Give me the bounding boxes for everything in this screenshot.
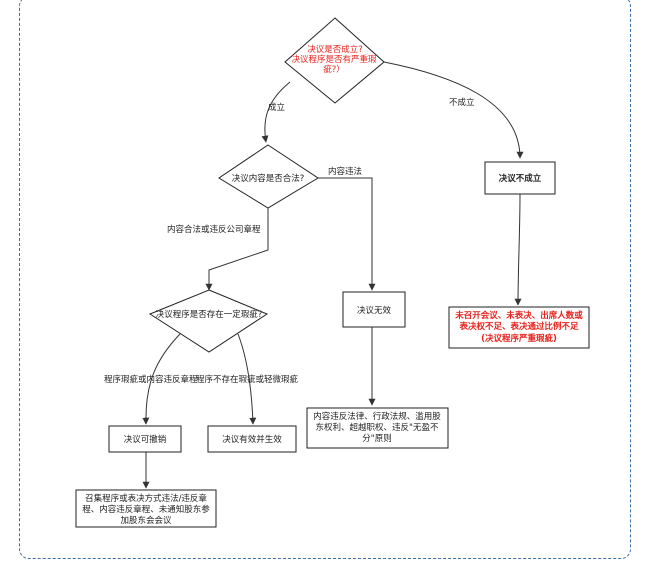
- decision-content-label: 决议内容是否合法?: [232, 173, 305, 184]
- edge-content-legal: [205, 208, 269, 291]
- box-revocable-reason-line2: 程、内容违反章程、未通知股东参: [82, 504, 210, 515]
- box-void-label: 决议无效: [357, 305, 392, 316]
- edge-content-illegal: [318, 177, 376, 291]
- edge-not-established-label: 不成立: [449, 97, 475, 108]
- edge-no-flaw-label: 程序不存在瑕疵或轻微瑕疵: [196, 374, 299, 385]
- decision-established-line2: 决议程序是否有严重瑕: [291, 54, 377, 65]
- box-void-reason-line1: 内容违反法律、行政法规、滥用股: [313, 411, 441, 422]
- box-valid-label: 决议有效并生效: [222, 434, 282, 445]
- edge-not-established: [383, 61, 524, 159]
- box-void-reason-line3: 分"原则: [362, 433, 391, 444]
- box-revocable: [108, 425, 182, 453]
- decision-content: [218, 144, 319, 209]
- box-not-established-label: 决议不成立: [499, 173, 542, 184]
- dashed-frame: [19, 0, 631, 559]
- edge-procedure-flaw-label: 程序瑕疵或内容违反章程: [104, 374, 198, 385]
- edge-established-label: 成立: [268, 102, 286, 113]
- box-not-established-reason: [448, 306, 590, 349]
- box-not-established-reason-line1: 未召开会议、未表决、出席人数或: [454, 310, 583, 321]
- edge-established: [261, 81, 291, 143]
- edge-not-to-reason: [514, 193, 522, 306]
- edge-no-flaw: [237, 333, 257, 425]
- box-valid: [207, 425, 297, 453]
- box-not-established-reason-line3: (决议程序严重瑕疵): [481, 333, 557, 344]
- decision-established-line1: 决议是否成立?: [307, 44, 363, 55]
- edge-content-illegal-label: 内容违法: [328, 166, 362, 177]
- box-void-reason: [306, 407, 449, 449]
- box-not-established-reason-line2: 表决权不足、表决通过比例不足: [458, 321, 579, 332]
- decision-procedure: [148, 289, 269, 353]
- box-void-reason-line2: 东权利、超越职权、违反"无盈不: [316, 422, 439, 433]
- decision-established-line3: 疵?）: [323, 64, 345, 75]
- decision-established: [284, 17, 385, 104]
- box-not-established: [484, 161, 556, 195]
- decision-procedure-label: 决议程序是否存在一定瑕疵?: [156, 309, 263, 320]
- edge-content-legal-label: 内容合法或违反公司章程: [167, 224, 261, 235]
- box-void: [342, 291, 406, 328]
- edge-procedure-flaw: [142, 333, 181, 425]
- box-revocable-reason: [75, 489, 217, 528]
- box-revocable-reason-line3: 加股东会会议: [120, 515, 172, 526]
- box-revocable-label: 决议可撤销: [124, 434, 167, 445]
- box-revocable-reason-line1: 召集程序或表决方式违法/违反章: [85, 493, 207, 504]
